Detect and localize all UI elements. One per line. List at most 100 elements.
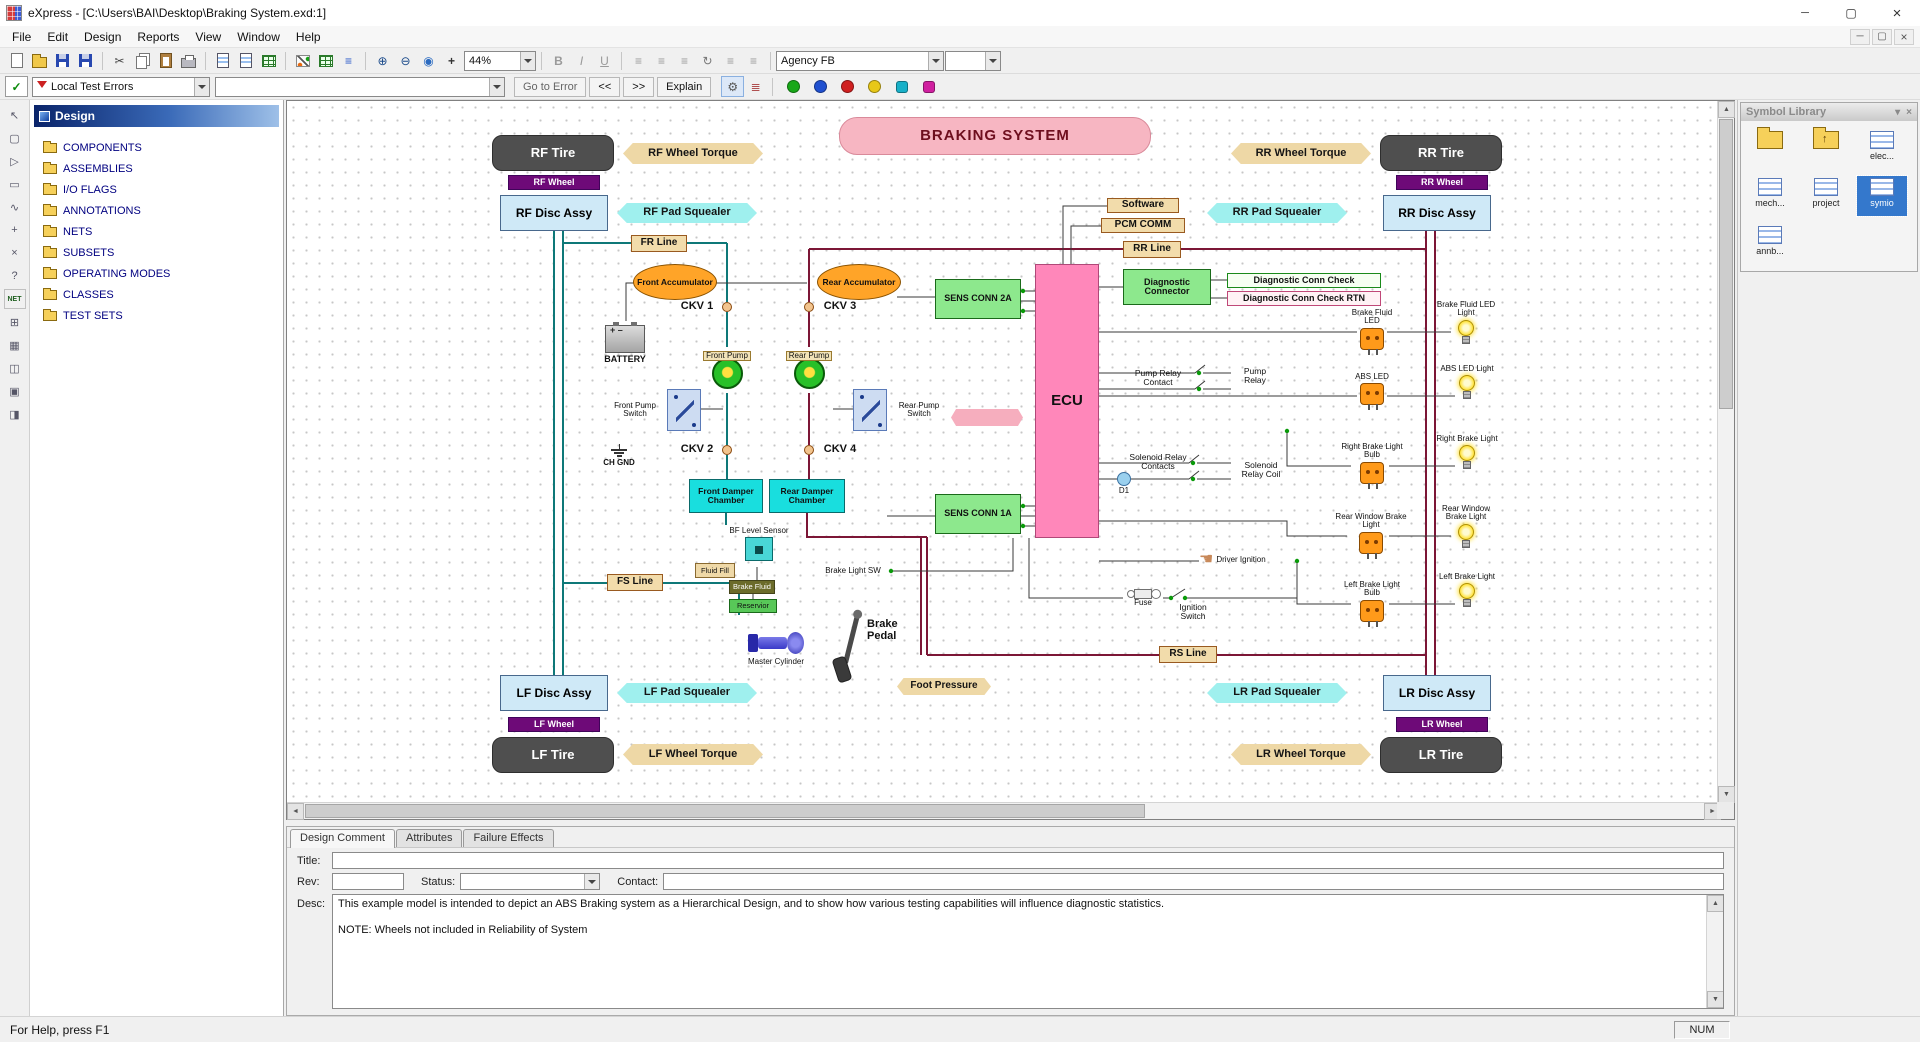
node-rr-tire[interactable]: RR Tire <box>1380 135 1502 171</box>
region-tool[interactable]: ▢ <box>4 128 26 148</box>
title-field-input[interactable] <box>332 852 1724 869</box>
node-rf-disc-assy[interactable]: RF Disc Assy <box>500 195 608 231</box>
lock-tool[interactable]: ▦ <box>4 335 26 355</box>
canvas-horizontal-scrollbar[interactable]: ◄ ► <box>287 802 1721 819</box>
menu-edit[interactable]: Edit <box>39 28 76 46</box>
node-lf-tire[interactable]: LF Tire <box>492 737 614 773</box>
bus-tool[interactable]: ∿ <box>4 197 26 217</box>
node-front-damper-chamber[interactable]: Front Damper Chamber <box>689 479 763 513</box>
description-scrollbar[interactable]: ▲ ▼ <box>1706 895 1723 1008</box>
horizontal-scroll-thumb[interactable] <box>305 804 1145 818</box>
node-ckv-2[interactable]: CKV 2 <box>675 442 719 458</box>
previous-error-button[interactable]: << <box>589 77 620 97</box>
rotate-icon[interactable]: ↻ <box>696 50 719 71</box>
node-front-pump[interactable]: Front Pump <box>703 347 751 393</box>
font-size-combo[interactable] <box>945 51 1001 71</box>
tree-item-assemblies[interactable]: ASSEMBLIES <box>34 158 279 179</box>
node-reservior[interactable]: Reservior <box>729 599 777 613</box>
symbol-library-item-symio[interactable]: symio <box>1857 176 1907 215</box>
symbol-library-item-mech[interactable]: mech... <box>1745 176 1795 215</box>
maximize-button[interactable] <box>1828 0 1874 26</box>
node-right-brake-light[interactable]: Right Brake Light <box>1435 435 1499 493</box>
copy-icon[interactable] <box>131 50 154 71</box>
node-lr-wheel-torque[interactable]: LR Wheel Torque <box>1231 744 1371 765</box>
menu-help[interactable]: Help <box>288 28 329 46</box>
menu-design[interactable]: Design <box>76 28 129 46</box>
explain-button[interactable]: Explain <box>657 77 711 97</box>
symbol-library-item-annb[interactable]: annb... <box>1745 224 1795 263</box>
node-brake-fluid[interactable]: Brake Fluid <box>729 580 775 594</box>
image-tool[interactable]: ◨ <box>4 404 26 424</box>
design-tree-header[interactable]: Design <box>34 105 279 127</box>
palette-close-icon[interactable]: × <box>1906 107 1912 118</box>
print-icon[interactable] <box>177 50 200 71</box>
canvas-vertical-scrollbar[interactable]: ▲ ▼ <box>1717 101 1734 803</box>
node-ch-gnd[interactable]: CH GND <box>595 435 643 477</box>
palette-pin-icon[interactable]: ▾ <box>1895 107 1900 118</box>
node-fs-line[interactable]: FS Line <box>607 574 663 591</box>
node-sens-conn-1a[interactable]: SENS CONN 1A <box>935 494 1021 534</box>
bold-button[interactable]: B <box>547 50 570 71</box>
rev-field-input[interactable] <box>332 873 404 890</box>
node-abs-led-light[interactable]: ABS LED Light <box>1437 365 1497 423</box>
node-rf-tire[interactable]: RF Tire <box>492 135 614 171</box>
mdi-minimize-button[interactable] <box>1850 29 1870 45</box>
node-brake-pedal[interactable]: Brake Pedal <box>833 611 917 687</box>
error-list-arrow-icon[interactable] <box>489 78 504 96</box>
node-pressure-arrow[interactable] <box>951 409 1023 426</box>
node-lf-wheel-torque[interactable]: LF Wheel Torque <box>623 744 763 765</box>
save-icon[interactable] <box>51 50 74 71</box>
font-family-combo[interactable]: Agency FB <box>776 51 944 71</box>
symbol-library-item-folder[interactable] <box>1745 129 1795 168</box>
node-lr-pad-squealer[interactable]: LR Pad Squealer <box>1207 683 1347 703</box>
tree-item-classes[interactable]: CLASSES <box>34 284 279 305</box>
tree-item-test-sets[interactable]: TEST SETS <box>34 305 279 326</box>
error-list-combo[interactable] <box>215 77 505 97</box>
grid-tool[interactable]: ▣ <box>4 381 26 401</box>
node-solenoid-relay-coil[interactable]: Solenoid Relay Coil <box>1233 457 1289 483</box>
node-right-brake-light-bulb[interactable]: Right Brake Light Bulb <box>1337 443 1407 497</box>
error-filter-arrow-icon[interactable] <box>194 78 209 96</box>
save-all-icon[interactable] <box>74 50 97 71</box>
panel-cyan-icon[interactable] <box>890 76 913 97</box>
table-tool[interactable]: ◫ <box>4 358 26 378</box>
node-rr-pad-squealer[interactable]: RR Pad Squealer <box>1207 203 1347 223</box>
node-title-banner[interactable]: BRAKING SYSTEM <box>839 117 1151 155</box>
list-icon[interactable]: ≡ <box>337 50 360 71</box>
design-canvas[interactable]: BRAKING SYSTEMRF TireRR TireRF Wheel Tor… <box>287 101 1721 803</box>
tab-failure-effects[interactable]: Failure Effects <box>463 829 553 847</box>
node-pcm-comm[interactable]: PCM COMM <box>1101 218 1185 233</box>
table-icon[interactable] <box>257 50 280 71</box>
delete-tool[interactable]: × <box>4 243 26 263</box>
node-software[interactable]: Software <box>1107 198 1179 213</box>
close-button[interactable] <box>1874 0 1920 26</box>
align-right-icon[interactable]: ≡ <box>673 50 696 71</box>
notes-icon[interactable]: ≣ <box>744 76 767 97</box>
node-front-accumulator[interactable]: Front Accumulator <box>633 264 717 300</box>
next-error-button[interactable]: >> <box>623 77 654 97</box>
align-left-icon[interactable]: ≡ <box>627 50 650 71</box>
tree-item-nets[interactable]: NETS <box>34 221 279 242</box>
node-rf-pad-squealer[interactable]: RF Pad Squealer <box>617 203 757 223</box>
align-center-icon[interactable]: ≡ <box>650 50 673 71</box>
node-left-brake-light[interactable]: Left Brake Light <box>1435 573 1499 631</box>
gear-icon[interactable]: ⚙ <box>721 76 744 97</box>
tree-item-annotations[interactable]: ANNOTATIONS <box>34 200 279 221</box>
zoom-combo-arrow-icon[interactable] <box>520 52 535 70</box>
node-front-pump-switch[interactable]: Front Pump Switch <box>605 387 701 433</box>
node-diagnostic-conn-check-rtn[interactable]: Diagnostic Conn Check RTN <box>1227 291 1381 306</box>
zoom-fit-icon[interactable]: ◉ <box>417 50 440 71</box>
report-icon[interactable] <box>234 50 257 71</box>
menu-window[interactable]: Window <box>229 28 288 46</box>
desc-scroll-up-icon[interactable]: ▲ <box>1707 895 1724 912</box>
run-green-icon[interactable] <box>782 76 805 97</box>
new-icon[interactable] <box>5 50 28 71</box>
junction-tool[interactable]: + <box>4 220 26 240</box>
menu-view[interactable]: View <box>187 28 229 46</box>
scroll-up-icon[interactable]: ▲ <box>1718 101 1735 118</box>
desc-scroll-down-icon[interactable]: ▼ <box>1707 991 1724 1008</box>
node-sens-conn-2a[interactable]: SENS CONN 2A <box>935 279 1021 319</box>
contact-field-input[interactable] <box>663 873 1724 890</box>
node-left-brake-light-bulb[interactable]: Left Brake Light Bulb <box>1337 581 1407 635</box>
node-rear-accumulator[interactable]: Rear Accumulator <box>817 264 901 300</box>
